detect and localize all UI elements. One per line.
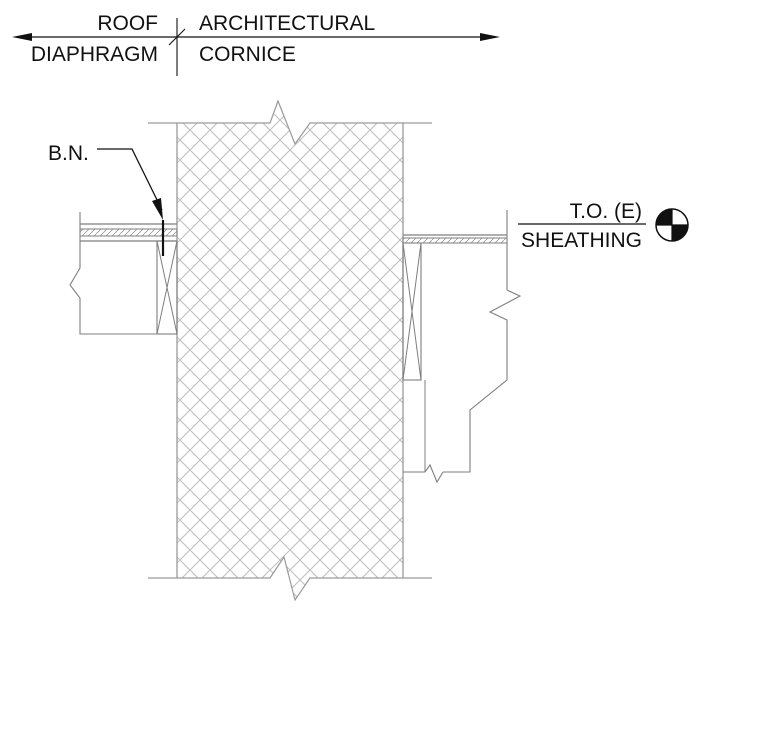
boundary-dimension-line bbox=[12, 18, 500, 76]
architectural-label: ARCHITECTURAL bbox=[199, 12, 375, 35]
arrow-right-icon bbox=[480, 33, 500, 41]
arrow-left-icon bbox=[12, 33, 32, 41]
left-ledger bbox=[156, 240, 178, 335]
bn-leader bbox=[97, 148, 163, 220]
cornice-label: CORNICE bbox=[199, 43, 296, 66]
wall-section bbox=[148, 99, 432, 602]
bn-label: B.N. bbox=[48, 142, 89, 165]
left-roof-framing bbox=[69, 212, 178, 335]
sheathing-label: SHEATHING bbox=[521, 229, 642, 252]
to-e-label: T.O. (E) bbox=[570, 200, 642, 223]
leader-arrow-icon bbox=[152, 198, 163, 220]
diaphragm-label: DIAPHRAGM bbox=[31, 43, 158, 66]
roof-label: ROOF bbox=[97, 12, 158, 35]
right-cornice-framing bbox=[402, 210, 522, 484]
right-ledger bbox=[402, 242, 422, 381]
elevation-target-icon bbox=[655, 208, 689, 242]
top-break-line bbox=[148, 99, 432, 146]
bottom-break-line bbox=[148, 555, 432, 602]
